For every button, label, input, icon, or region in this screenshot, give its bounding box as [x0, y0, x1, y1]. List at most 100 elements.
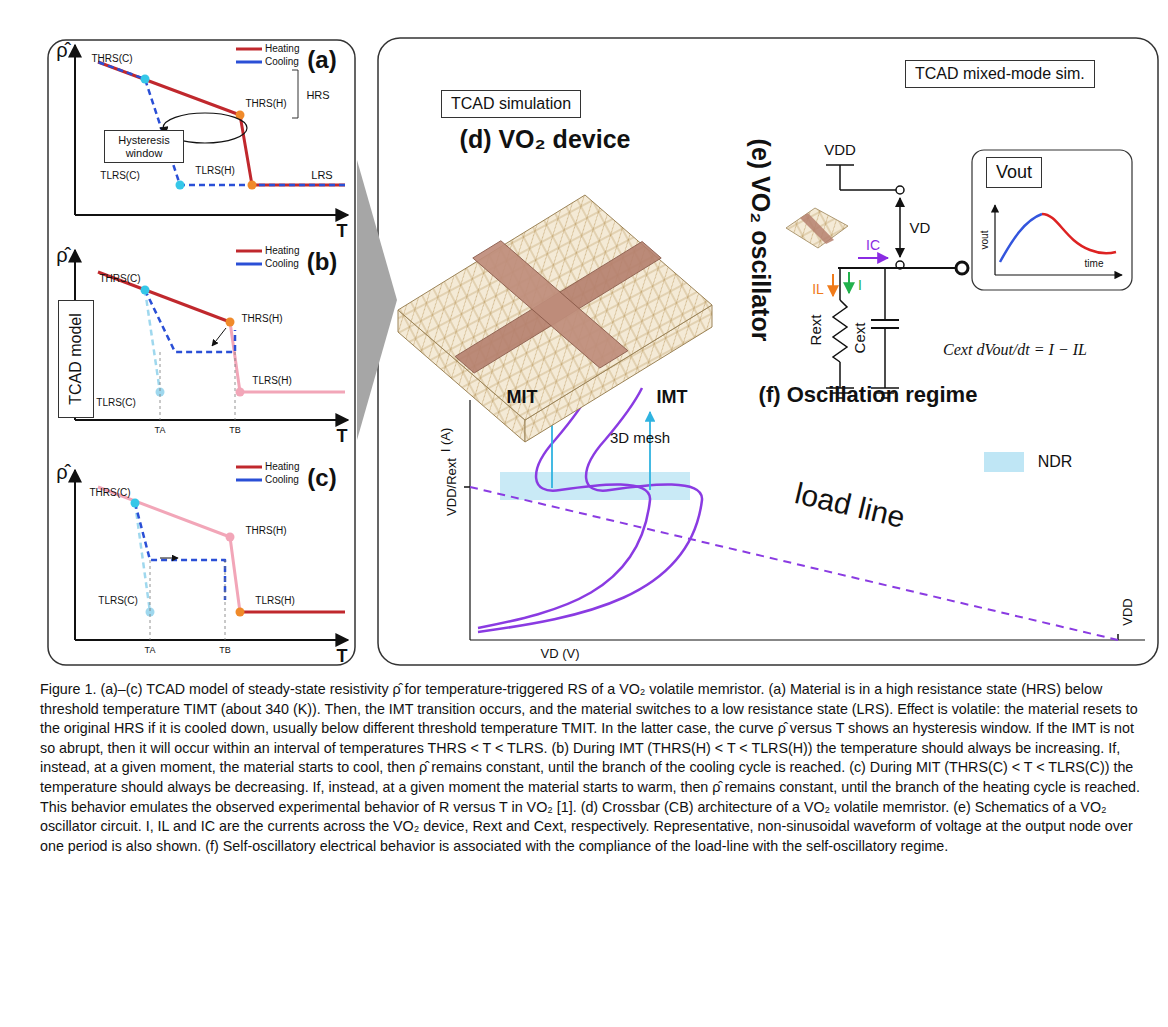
drawing-stroke	[235, 352, 236, 420]
drawing-stroke	[212, 328, 226, 346]
drawing-stroke	[98, 487, 240, 612]
plot-label: TLRS(C)	[96, 397, 135, 408]
legend-stroke	[236, 262, 262, 265]
axis	[74, 470, 76, 640]
drawing-stroke	[135, 503, 225, 600]
plot-label: THRS(C)	[99, 273, 140, 284]
legend-text: Cooling	[265, 474, 299, 485]
legend-row: Cooling	[236, 474, 299, 485]
box-text: TCAD simulation	[451, 95, 571, 113]
box-text: TCAD model	[67, 313, 85, 405]
plot-label: (d) VO₂ device	[460, 126, 631, 154]
transition-dot	[248, 181, 257, 190]
axis	[75, 639, 348, 641]
legend-row: Heating	[236, 245, 299, 256]
legend-stroke	[236, 249, 262, 252]
label-box: TCAD simulation	[441, 90, 581, 118]
plot-label: TB	[229, 426, 241, 436]
plot-label: ρ̂	[56, 244, 67, 266]
plot-label: VD (V)	[541, 647, 580, 661]
plot-label: THRS(H)	[245, 525, 286, 536]
plot-label: IMT	[657, 388, 688, 408]
plot-label: time	[1085, 258, 1104, 269]
plot-label: HRS	[306, 89, 329, 101]
plot-label: ρ̂	[56, 39, 67, 61]
legend-stroke	[236, 47, 262, 50]
transition-dot	[226, 533, 235, 542]
transition-dot	[141, 75, 150, 84]
drawing-stroke	[98, 62, 345, 185]
ndr-swatch	[984, 452, 1024, 472]
legend-stroke	[236, 478, 262, 481]
drawing-stroke	[230, 322, 345, 392]
left-panel	[48, 40, 355, 665]
box-text: Vout	[996, 162, 1032, 183]
plot-label: (c)	[307, 465, 336, 491]
box-text: Hysteresis window	[109, 134, 179, 159]
legend-row: Heating	[236, 43, 299, 54]
transition-dot	[236, 388, 245, 397]
axis	[74, 45, 76, 215]
plot-label: I (A)	[439, 428, 453, 453]
legend-line	[236, 463, 262, 471]
waveform-rise	[1000, 214, 1042, 262]
plot-label: Cext dVout/dt = I − IL	[943, 341, 1087, 359]
box-text: TCAD mixed-mode sim.	[915, 65, 1085, 83]
label-box: TCAD model	[58, 300, 94, 418]
plot-label: Cext	[852, 323, 869, 354]
legend-text: Heating	[265, 245, 299, 256]
plot-label: TLRS(H)	[195, 165, 234, 176]
plot-label: TA	[155, 426, 166, 436]
figure-caption: Figure 1. (a)–(c) TCAD model of steady-s…	[40, 680, 1150, 856]
plot-label: IC	[866, 238, 880, 253]
drawing-stroke	[240, 611, 345, 614]
axis	[75, 214, 348, 216]
legend-row: Heating	[236, 461, 299, 472]
bottom-electrode	[455, 242, 661, 374]
plot-label: ρ̂	[56, 461, 67, 483]
device-thumbnail	[786, 208, 848, 248]
flow-arrow	[357, 160, 397, 440]
plot-label: IL	[812, 282, 824, 297]
plot-label: (a)	[307, 47, 336, 73]
plot-label: TA	[145, 646, 156, 656]
plot-label: TLRS(H)	[252, 375, 291, 386]
legend-line	[236, 45, 262, 53]
label-box: TCAD mixed-mode sim.	[905, 60, 1095, 88]
legend-line	[236, 247, 262, 255]
drawing-stroke	[98, 272, 230, 322]
plot-label: TB	[219, 646, 231, 656]
top-electrode	[473, 241, 628, 368]
plot-label: T	[337, 222, 348, 242]
plot-label: THRS(H)	[241, 313, 282, 324]
axis	[75, 419, 348, 421]
legend-text: Cooling	[265, 258, 299, 269]
drawing-stroke	[145, 290, 160, 392]
transition-dot	[236, 608, 245, 617]
transition-dot	[141, 286, 150, 295]
label-box: Vout	[986, 157, 1042, 188]
transition-dot	[226, 318, 235, 327]
plot-label: TLRS(C)	[100, 170, 139, 181]
transition-dot	[176, 181, 185, 190]
legend-text: Cooling	[265, 56, 299, 67]
drawing-stroke	[150, 560, 151, 640]
plot-label: VDD	[1121, 598, 1135, 625]
plot-label: THRS(C)	[89, 487, 130, 498]
plot-label: vout	[979, 231, 990, 250]
legend-line	[236, 58, 262, 66]
plot-label: NDR	[1038, 453, 1073, 471]
plot-label: THRS(C)	[91, 53, 132, 64]
legend-stroke	[236, 60, 262, 63]
waveform-fall	[1042, 214, 1116, 253]
plot-label: LRS	[311, 169, 332, 181]
transition-dot	[131, 499, 140, 508]
drawing-stroke	[292, 70, 298, 118]
plot-label: (e) VO₂ oscillator	[746, 139, 774, 342]
plot-label: 3D mesh	[610, 430, 670, 447]
plot-label: (b)	[307, 249, 338, 275]
plot-label: T	[337, 647, 348, 667]
oscillator-circuit	[826, 165, 968, 398]
plot-label: I	[858, 278, 862, 293]
drawing-stroke	[160, 558, 178, 559]
